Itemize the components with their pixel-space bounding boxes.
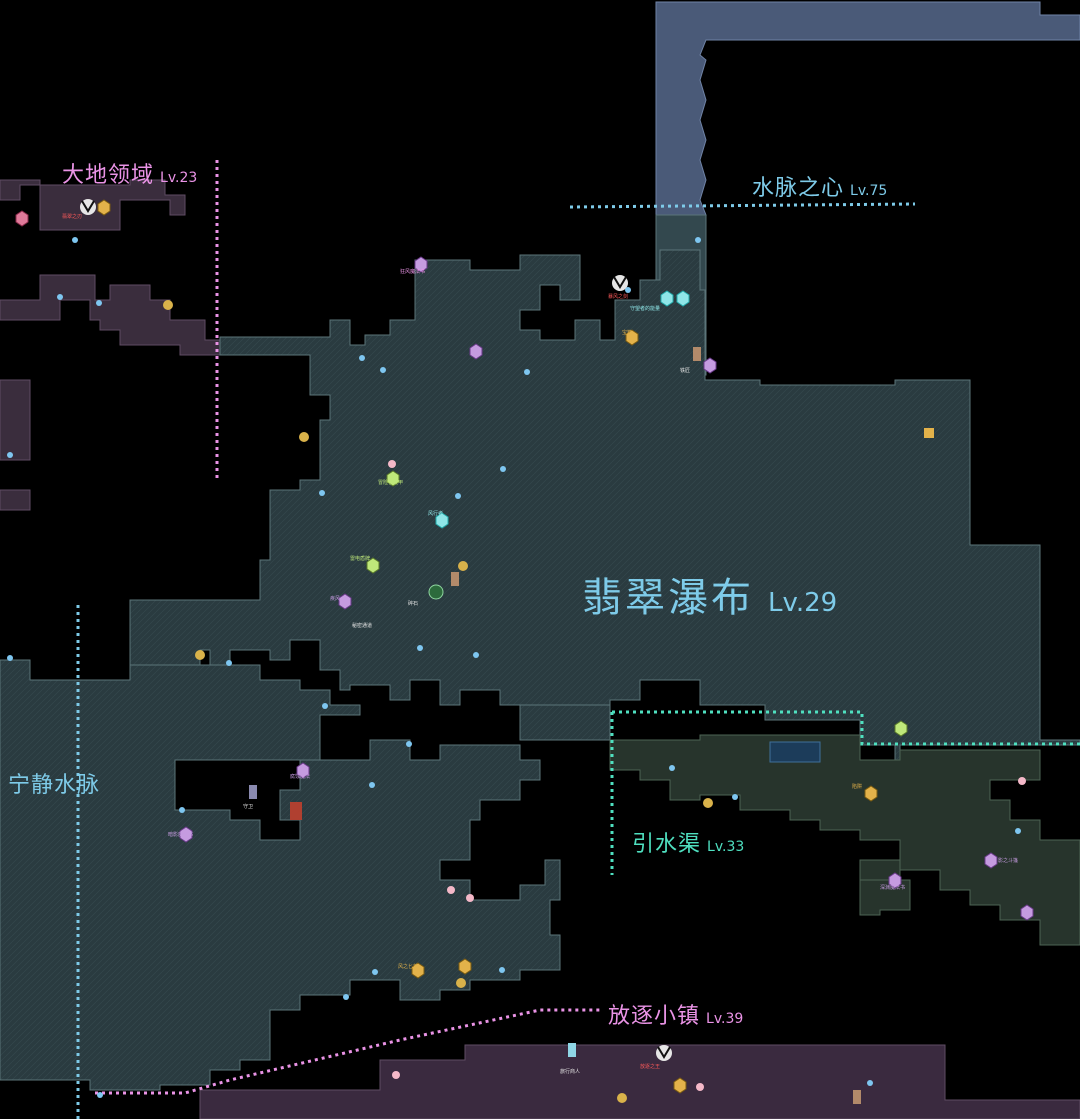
dagger-icon[interactable] bbox=[411, 962, 425, 979]
region-boundaries bbox=[76, 160, 1080, 1119]
spellbook-icon[interactable] bbox=[338, 593, 352, 610]
marker-annotations: 狂风魔法书 暴风之剑 守望者的能量 冒险者装甲 风行者 雷电盾牌 疾风 腐蚀魔法… bbox=[62, 213, 1018, 1075]
region-level: Lv.39 bbox=[706, 1011, 744, 1027]
armor-icon[interactable] bbox=[386, 470, 400, 487]
region-name: 大地领域 bbox=[62, 163, 155, 188]
marker-label: 深渊魔法书 bbox=[880, 884, 905, 891]
npc-icon[interactable] bbox=[924, 428, 934, 438]
marker-label: 守卫 bbox=[243, 803, 253, 810]
spellbook-icon[interactable] bbox=[414, 256, 428, 273]
earth-domain-area bbox=[0, 179, 221, 511]
region-label-aqueduct: 引水渠 Lv.33 bbox=[632, 826, 744, 858]
npc-icon[interactable] bbox=[249, 785, 257, 799]
pink-flower-icon bbox=[388, 460, 1026, 1091]
region-label-earth: 大地领域 Lv.23 bbox=[62, 157, 197, 189]
marker-label: 影之斗篷 bbox=[998, 857, 1018, 864]
spellbook-icon[interactable] bbox=[703, 357, 717, 374]
armor-icon[interactable] bbox=[894, 720, 908, 737]
region-label-tranquil: 宁静水脉 bbox=[8, 767, 100, 799]
boss-icon[interactable] bbox=[612, 275, 628, 291]
marker-label: 翡翠之刃 bbox=[62, 213, 82, 220]
aqueduct-area bbox=[609, 734, 1080, 946]
region-label-emerald: 翡翠瀑布 Lv.29 bbox=[582, 565, 837, 623]
spellbook-icon[interactable] bbox=[179, 826, 193, 843]
chest-icon[interactable] bbox=[864, 785, 878, 802]
spellbook-icon[interactable] bbox=[1020, 904, 1034, 921]
region-level: Lv.23 bbox=[160, 170, 198, 186]
marker-label: 陷阱 bbox=[852, 783, 862, 790]
region-name: 引水渠 bbox=[632, 832, 702, 857]
map-markers bbox=[7, 199, 1034, 1104]
npc-icon[interactable] bbox=[693, 347, 701, 361]
marker-label: 秘密通道 bbox=[352, 622, 372, 629]
marker-label: 雷电盾牌 bbox=[350, 555, 370, 562]
marker-label: 守望者的能量 bbox=[630, 305, 660, 312]
npc-icon[interactable] bbox=[290, 802, 302, 820]
chest-icon[interactable] bbox=[673, 1077, 687, 1094]
region-level: Lv.29 bbox=[768, 588, 838, 618]
marker-label: 风行者 bbox=[428, 510, 443, 517]
spellbook-icon[interactable] bbox=[469, 343, 483, 360]
marker-label: 旅行商人 bbox=[560, 1068, 580, 1075]
region-name: 宁静水脉 bbox=[8, 773, 101, 798]
marker-label: 铁匠 bbox=[680, 367, 690, 374]
exile-town-area bbox=[199, 1044, 1080, 1119]
marker-label: 宝箱 bbox=[622, 329, 632, 336]
marker-label: 暴风之剑 bbox=[608, 293, 628, 300]
spellbook-icon[interactable] bbox=[984, 852, 998, 869]
spellbook-icon[interactable] bbox=[296, 762, 310, 779]
region-label-heart: 水脉之心 Lv.75 bbox=[752, 170, 887, 202]
coin-icon[interactable] bbox=[163, 300, 713, 1103]
region-name: 放逐小镇 bbox=[608, 1004, 701, 1029]
boss-icon[interactable] bbox=[656, 1045, 672, 1061]
crystal-icon bbox=[7, 237, 1021, 1098]
marker-label: 暗影魔法书 bbox=[168, 831, 193, 838]
spellbook-icon[interactable] bbox=[888, 872, 902, 889]
region-level: Lv.33 bbox=[707, 839, 745, 855]
shield-icon[interactable] bbox=[676, 290, 690, 307]
marker-label: 腐蚀魔法 bbox=[290, 773, 310, 780]
spellbook-icon[interactable] bbox=[15, 210, 29, 227]
marker-label: 碎石 bbox=[408, 600, 418, 607]
passage-icon[interactable] bbox=[428, 584, 444, 600]
npc-icon[interactable] bbox=[451, 572, 459, 586]
npc-icon[interactable] bbox=[568, 1043, 576, 1057]
npc-icon[interactable] bbox=[853, 1090, 861, 1104]
region-name: 翡翠瀑布 bbox=[582, 575, 754, 621]
region-label-exile: 放逐小镇 Lv.39 bbox=[608, 998, 743, 1030]
emerald-waterfall-area bbox=[0, 249, 1080, 1091]
marker-label: 疾风 bbox=[330, 595, 340, 602]
chest-icon[interactable] bbox=[97, 199, 111, 216]
chest-icon[interactable] bbox=[458, 958, 472, 975]
region-name: 水脉之心 bbox=[752, 176, 845, 201]
armor-icon[interactable] bbox=[366, 557, 380, 574]
marker-label: 冒险者装甲 bbox=[378, 479, 403, 486]
shield-icon[interactable] bbox=[660, 290, 674, 307]
marker-label: 狂风魔法书 bbox=[400, 268, 425, 275]
marker-label: 放逐之王 bbox=[640, 1063, 660, 1070]
marker-label: 风之匕首 bbox=[398, 963, 418, 970]
rune-icon[interactable] bbox=[435, 512, 449, 529]
region-level: Lv.75 bbox=[850, 183, 888, 199]
chest-icon[interactable] bbox=[625, 329, 639, 346]
boss-icon[interactable] bbox=[80, 199, 96, 215]
